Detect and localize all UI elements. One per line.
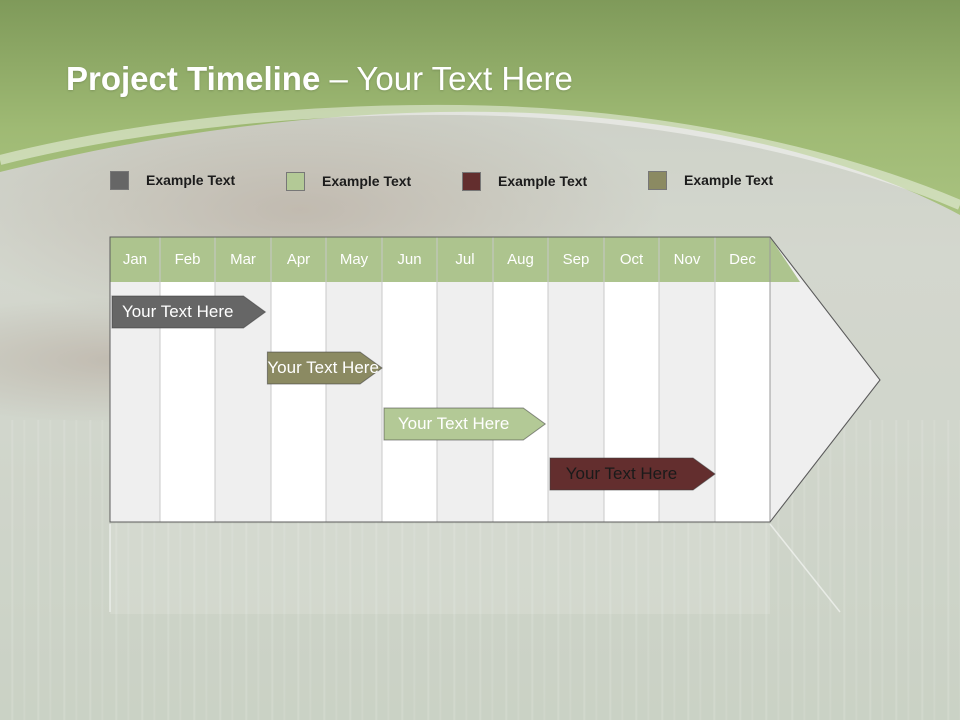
month-label: Oct [619, 251, 644, 268]
month-column [437, 282, 493, 522]
header-highlight-curve [0, 104, 960, 210]
timeline-arrow-outline [109, 236, 881, 523]
month-column [715, 282, 770, 522]
task-bar [111, 295, 267, 329]
month-label: Dec [729, 251, 756, 268]
month-header-cell [271, 237, 326, 282]
title-rest: – Your Text Here [320, 60, 573, 97]
legend-swatch [286, 172, 305, 191]
legend-label: Example Text [146, 172, 236, 188]
month-label: Feb [174, 251, 201, 268]
timeline-reflection [109, 523, 841, 613]
month-column [382, 282, 437, 522]
legend-swatch [648, 171, 667, 190]
header-green-shape [0, 0, 960, 215]
task-bar [266, 351, 383, 385]
title-bold: Project Timeline [66, 60, 321, 97]
task-label: Your Text Here [121, 302, 234, 321]
task-label: Your Text Here [565, 464, 678, 483]
legend-swatch [462, 172, 481, 191]
header-band [0, 0, 960, 215]
month-header-cell [548, 237, 604, 282]
task-bar [383, 407, 547, 441]
legend-label: Example Text [498, 173, 588, 189]
month-label: Aug [507, 251, 534, 268]
legend-label: Example Text [322, 173, 412, 189]
task-label: Your Text Here [267, 358, 379, 377]
month-label: Jun [397, 251, 422, 268]
legend-swatch [110, 171, 129, 190]
timeline-reflection-fill [110, 524, 770, 614]
month-header-cell [659, 237, 715, 282]
month-column [271, 282, 326, 522]
month-column [326, 282, 382, 522]
month-header-cell [437, 237, 493, 282]
month-header-cell [326, 237, 382, 282]
month-label: Sep [562, 251, 590, 268]
month-label: Jan [122, 251, 148, 268]
month-header-cell [715, 237, 770, 282]
legend-label: Example Text [684, 172, 774, 188]
page-title: Project Timeline – Your Text Here [66, 60, 573, 98]
month-label: Mar [230, 251, 256, 268]
month-label: Nov [673, 251, 701, 268]
month-label: Apr [286, 251, 311, 268]
month-header-cell [493, 237, 548, 282]
month-header-cell [604, 237, 659, 282]
header-arrow-cap [770, 237, 800, 282]
month-label: Jul [455, 251, 475, 268]
month-column [493, 282, 548, 522]
month-header-cell [110, 237, 160, 282]
task-label: Your Text Here [397, 414, 510, 433]
month-label: May [339, 251, 369, 268]
month-header-cell [215, 237, 271, 282]
month-header-cell [382, 237, 437, 282]
month-header-cell [160, 237, 215, 282]
task-bar [549, 457, 716, 491]
